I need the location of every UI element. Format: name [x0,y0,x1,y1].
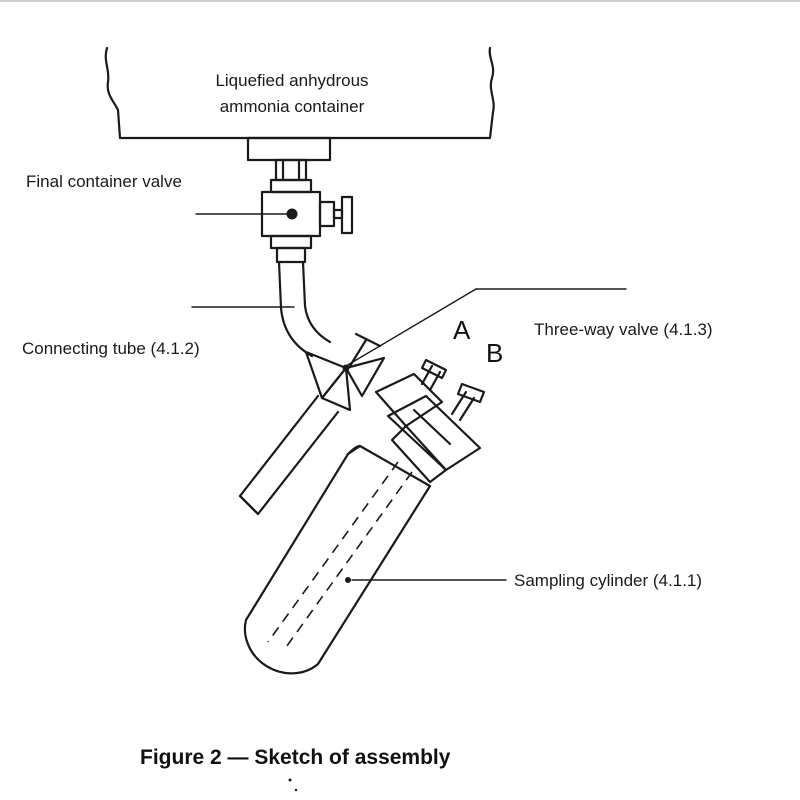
container-outlet [246,136,332,162]
sampling-cylinder-label: Sampling cylinder (4.1.1) [514,571,702,590]
three-way-leader-diag [345,288,477,367]
outlet-nipple [274,158,308,182]
connecting-tube [277,260,332,358]
port-b-label: B [486,338,503,368]
final-container-valve-label: Final container valve [26,172,182,191]
container-label-line2: ammonia container [220,97,365,116]
connecting-tube-label: Connecting tube (4.1.2) [22,339,200,358]
container-label-line1: Liquefied anhydrous [215,71,368,90]
outlet-pipe [238,394,340,516]
ammonia-container: Liquefied anhydrous ammonia container [104,46,495,140]
sampling-cylinder [243,444,432,675]
figure-caption: Figure 2 — Sketch of assembly [140,746,451,769]
cylinder-valve-block [374,358,486,484]
port-a-label: A [453,315,471,345]
three-way-valve [304,332,386,412]
three-way-valve-label: Three-way valve (4.1.3) [534,320,713,339]
final-container-valve [260,178,354,264]
